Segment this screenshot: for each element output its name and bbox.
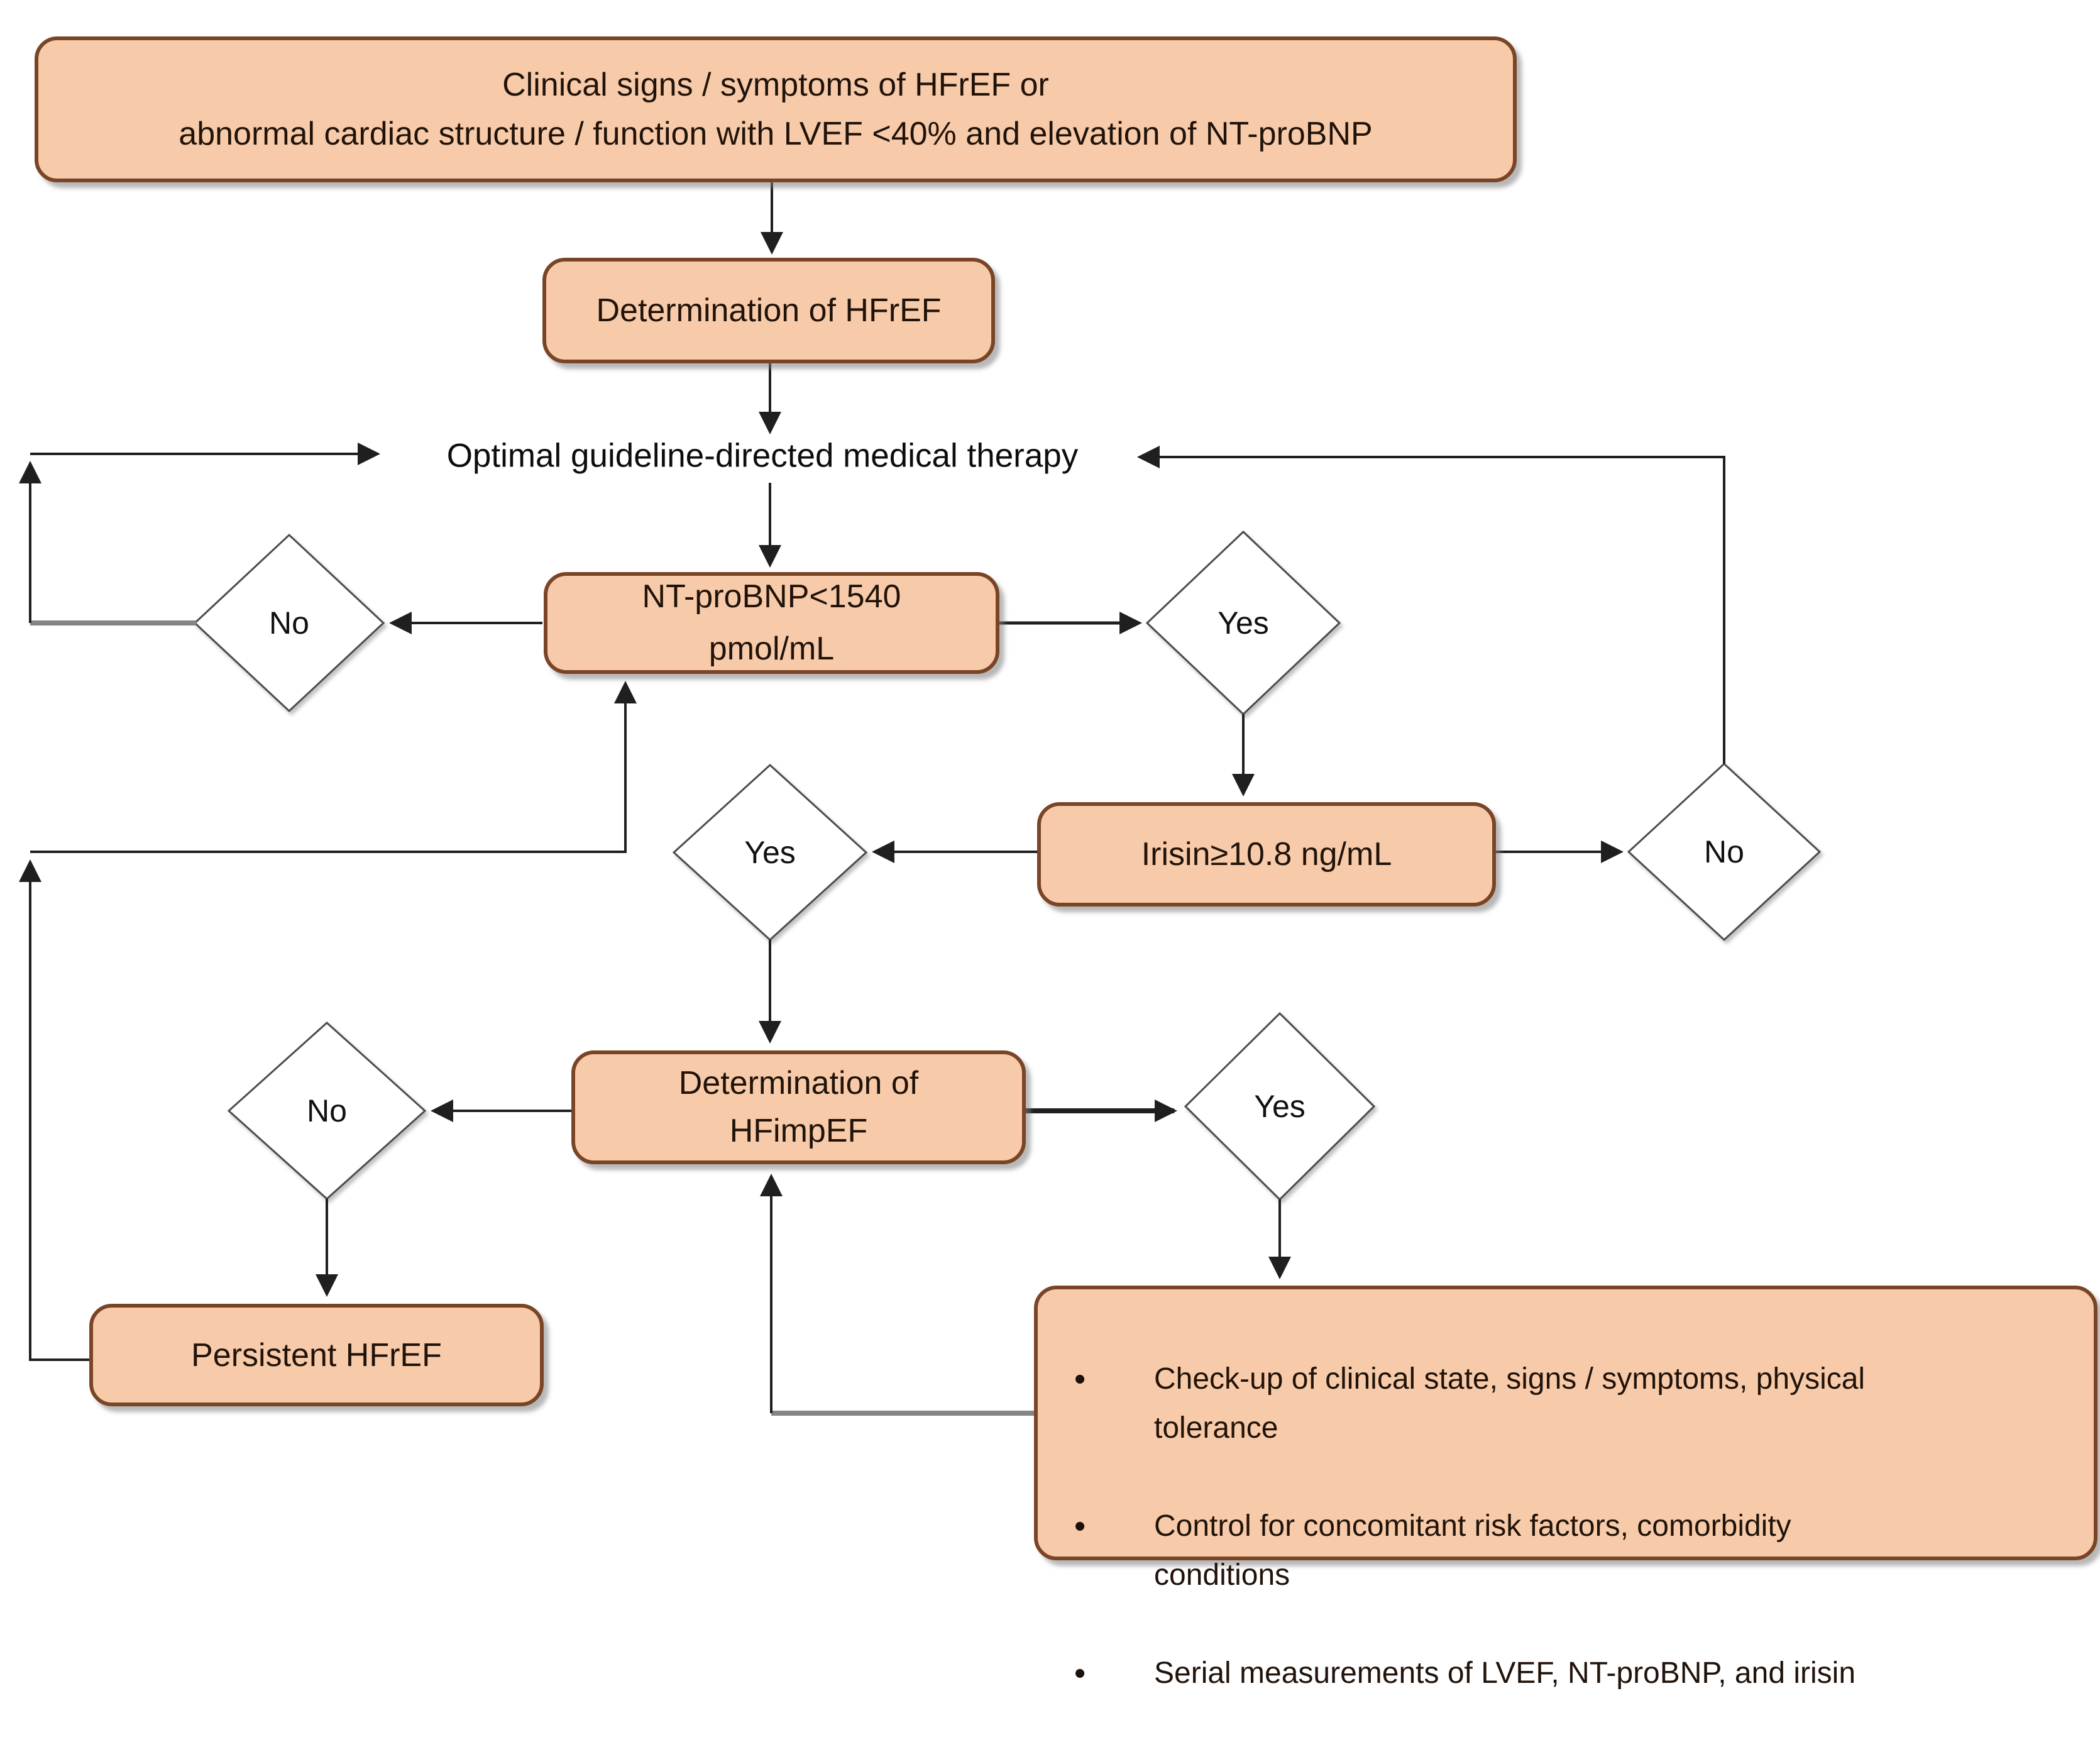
yes-right-diamond-label: Yes <box>1218 605 1269 641</box>
determination-hfref-node: Determination of HFrEF <box>542 258 995 363</box>
yes-right-diamond-shape <box>1145 530 1341 716</box>
optimal-therapy-text: Optimal guideline-directed medical thera… <box>446 437 1079 475</box>
no-right-diamond-shape <box>1627 762 1822 942</box>
followup-node: Check-up of clinical state, signs / symp… <box>1034 1286 2097 1698</box>
yes-lower-diamond-shape <box>1184 1011 1376 1201</box>
no-lower-diamond-shape <box>227 1021 427 1201</box>
irisin-node: Irisin≥10.8 ng/mL <box>1037 802 1496 907</box>
yes-mid-diamond-label: Yes <box>744 835 796 870</box>
arrow-persistent-loop-up <box>18 859 89 1361</box>
arrow-mid-loop-to-ntprobnp <box>30 680 637 853</box>
no-left-diamond-shape <box>193 533 385 713</box>
followup-bullet-3: Serial measurements of LVEF, NT-proBNP, … <box>1038 1649 1865 1698</box>
followup-bullet-2: Control for concomitant risk factors, co… <box>1038 1502 1865 1600</box>
arrow-no-right-loop-to-therapy <box>1136 446 1725 764</box>
no-right-diamond-label: No <box>1704 834 1744 869</box>
nt-probnp-node: NT-proBNP<1540 pmol/mL <box>544 572 999 674</box>
start-node: Clinical signs / symptoms of HFrEF or ab… <box>35 36 1517 182</box>
no-lower-diamond-label: No <box>307 1093 347 1128</box>
flowchart: Clinical signs / symptoms of HFrEF or ab… <box>0 0 2100 1568</box>
connector-layer <box>18 182 1822 1416</box>
followup-bullet-1: Check-up of clinical state, signs / symp… <box>1038 1355 1865 1453</box>
determination-hfimpef-node: Determination of HFimpEF <box>571 1050 1026 1164</box>
no-left-diamond-label: No <box>269 605 309 641</box>
followup-bullet-list: Check-up of clinical state, signs / symp… <box>1038 1306 1865 1747</box>
persistent-hfref-node: Persistent HFrEF <box>89 1304 544 1406</box>
yes-mid-diamond-shape <box>672 763 868 942</box>
yes-lower-diamond-label: Yes <box>1254 1089 1306 1124</box>
